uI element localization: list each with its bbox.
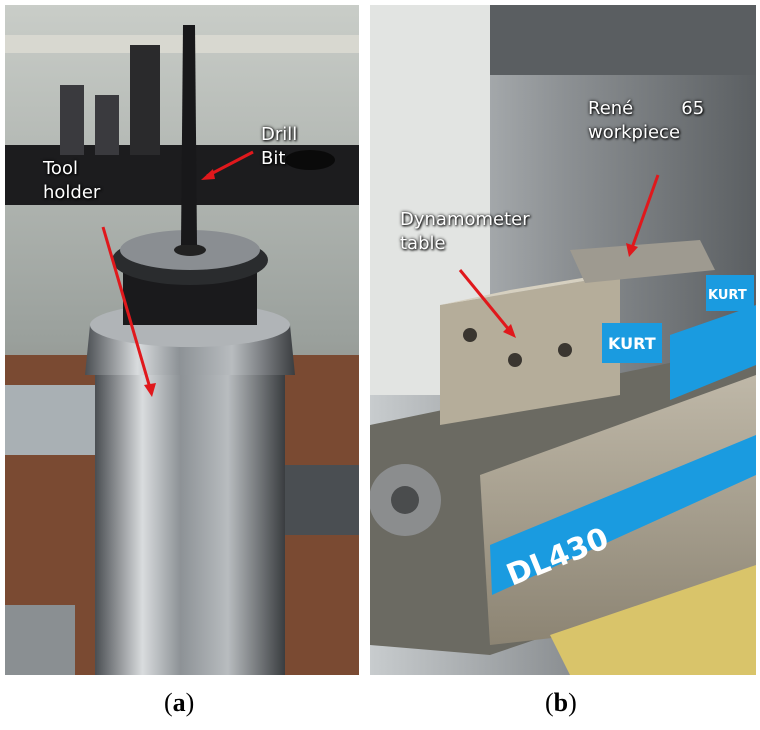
tool-holder-body <box>95 375 285 675</box>
workpiece-label-number: 65 <box>681 98 705 119</box>
dynamometer-label-line2: table <box>400 233 446 254</box>
workpiece-arrow <box>630 174 660 249</box>
dynamometer-label: Dynamometer table <box>400 208 530 256</box>
kurt-badge-text-1: KURT <box>608 334 656 353</box>
vise-photo: DL430 KURT KURT <box>370 5 756 675</box>
drill-bit-label-line2: Bit <box>261 148 286 169</box>
drill-bit-label: Drill Bit <box>261 123 297 171</box>
workpiece-label-line1: René <box>588 98 634 119</box>
workpiece <box>570 240 715 283</box>
tool-holder-photo <box>5 5 359 675</box>
dynamometer-arrow <box>458 269 512 332</box>
tool-holder-label-line2: holder <box>43 182 101 203</box>
workpiece-label: René 65 workpiece <box>588 97 704 145</box>
caption-a-letter: a <box>172 688 186 717</box>
drill-bit-arrow <box>206 150 254 178</box>
photo-panel-a: Drill Bit Tool holder <box>5 5 359 675</box>
shelf <box>5 35 359 53</box>
caption-a: (a) <box>164 688 195 717</box>
kurt-badge-text-2: KURT <box>708 288 747 303</box>
photo-panel-b: DL430 KURT KURT René 65 workpiece Dynamom… <box>370 5 756 675</box>
kurt-badge-1 <box>602 323 662 363</box>
caption-b-letter: b <box>553 688 569 717</box>
drill-bit <box>181 25 197 245</box>
tool-holder-label-line1: Tool <box>43 158 78 179</box>
dynamometer-table <box>440 275 620 425</box>
background-tool <box>130 45 160 155</box>
drill-bit-label-line1: Drill <box>261 124 298 145</box>
workpiece-label-line2: workpiece <box>588 122 681 143</box>
dynamometer-label-line1: Dynamometer <box>400 209 530 230</box>
tool-holder-label: Tool holder <box>43 157 100 205</box>
caption-b: (b) <box>545 688 577 717</box>
kurt-badge-2 <box>706 275 754 311</box>
vise-blue-band <box>490 435 756 595</box>
tool-holder-arrow <box>101 226 152 389</box>
